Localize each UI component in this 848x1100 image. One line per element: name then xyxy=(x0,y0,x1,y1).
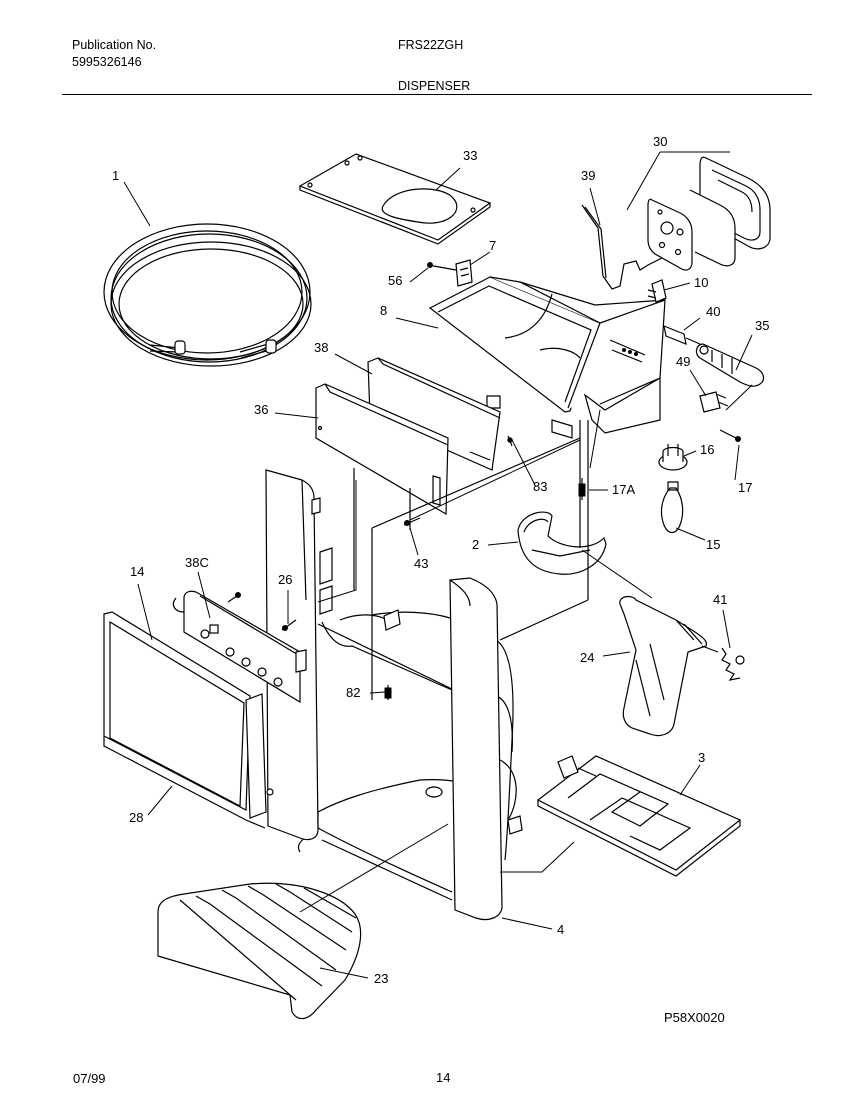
callout-14: 14 xyxy=(130,564,144,579)
callout-1: 1 xyxy=(112,168,119,183)
callout-4: 4 xyxy=(557,922,564,937)
callout-15: 15 xyxy=(706,537,720,552)
part-23-drip-tray xyxy=(157,882,362,1020)
part-41-spring xyxy=(721,647,745,681)
part-2-funnel-ring xyxy=(517,511,607,575)
part-36-panel xyxy=(315,383,449,516)
callout-38c: 38C xyxy=(185,555,209,570)
callout-56: 56 xyxy=(388,273,402,288)
page-number: 14 xyxy=(436,1070,450,1085)
part-38c-screw xyxy=(227,592,241,603)
part-3-heater-plate xyxy=(536,755,742,877)
callout-33: 33 xyxy=(463,148,477,163)
callout-24: 24 xyxy=(580,650,594,665)
callout-82: 82 xyxy=(346,685,360,700)
callout-26: 26 xyxy=(278,572,292,587)
part-38c-control-board xyxy=(172,590,307,704)
callout-41: 41 xyxy=(713,592,727,607)
callout-17: 17 xyxy=(738,480,752,495)
callout-30: 30 xyxy=(653,134,667,149)
callout-7: 7 xyxy=(489,238,496,253)
part-28-bezel xyxy=(103,736,266,829)
callout-8: 8 xyxy=(380,303,387,318)
leader-lines xyxy=(123,151,753,979)
part-24-actuator-arm xyxy=(619,595,719,737)
publication-label: Publication No. xyxy=(72,38,157,52)
part-30-cover-assembly xyxy=(647,156,771,271)
callout-49: 49 xyxy=(676,354,690,369)
callout-23: 23 xyxy=(374,971,388,986)
footer-date: 07/99 xyxy=(73,1071,106,1086)
callout-39: 39 xyxy=(581,168,595,183)
part-10-switch xyxy=(647,279,667,303)
part-1-tubing-coil xyxy=(103,223,312,367)
callout-16: 16 xyxy=(700,442,714,457)
callout-2: 2 xyxy=(472,537,479,552)
part-56-screw xyxy=(427,262,457,271)
section-title: DISPENSER xyxy=(398,79,471,93)
header-rule xyxy=(62,94,812,95)
part-15-bulb xyxy=(660,481,684,534)
callout-labels: 1 33 7 56 8 38 36 39 30 10 40 35 49 16 1… xyxy=(112,134,769,986)
callout-43: 43 xyxy=(414,556,428,571)
part-35-lamp-socket xyxy=(695,343,765,387)
diagram-code: P58X0020 xyxy=(664,1010,725,1025)
callout-3: 3 xyxy=(698,750,705,765)
model-number: FRS22ZGH xyxy=(398,38,464,52)
part-33-plate xyxy=(298,153,492,245)
part-82-screw xyxy=(384,685,392,700)
part-43-screw xyxy=(403,517,421,526)
callout-35: 35 xyxy=(755,318,769,333)
callout-38: 38 xyxy=(314,340,328,355)
part-8-housing-frame xyxy=(428,276,666,439)
part-7-bracket xyxy=(455,259,473,287)
part-49-clip xyxy=(699,391,729,413)
part-17-screw xyxy=(719,429,741,442)
callout-36: 36 xyxy=(254,402,268,417)
part-16-socket xyxy=(658,444,688,471)
callout-40: 40 xyxy=(706,304,720,319)
callout-10: 10 xyxy=(694,275,708,290)
part-14-display-frame xyxy=(103,611,274,819)
part-40-connector xyxy=(663,325,701,345)
callout-28: 28 xyxy=(129,810,143,825)
part-17a-screw xyxy=(578,478,586,500)
publication-number: 5995326146 xyxy=(72,55,142,69)
callout-17a: 17A xyxy=(612,482,635,497)
part-83-screw xyxy=(507,435,513,447)
part-26-screw xyxy=(281,619,297,631)
part-4-front-panel xyxy=(449,577,503,921)
part-39-wire xyxy=(581,204,663,290)
callout-83: 83 xyxy=(533,479,547,494)
